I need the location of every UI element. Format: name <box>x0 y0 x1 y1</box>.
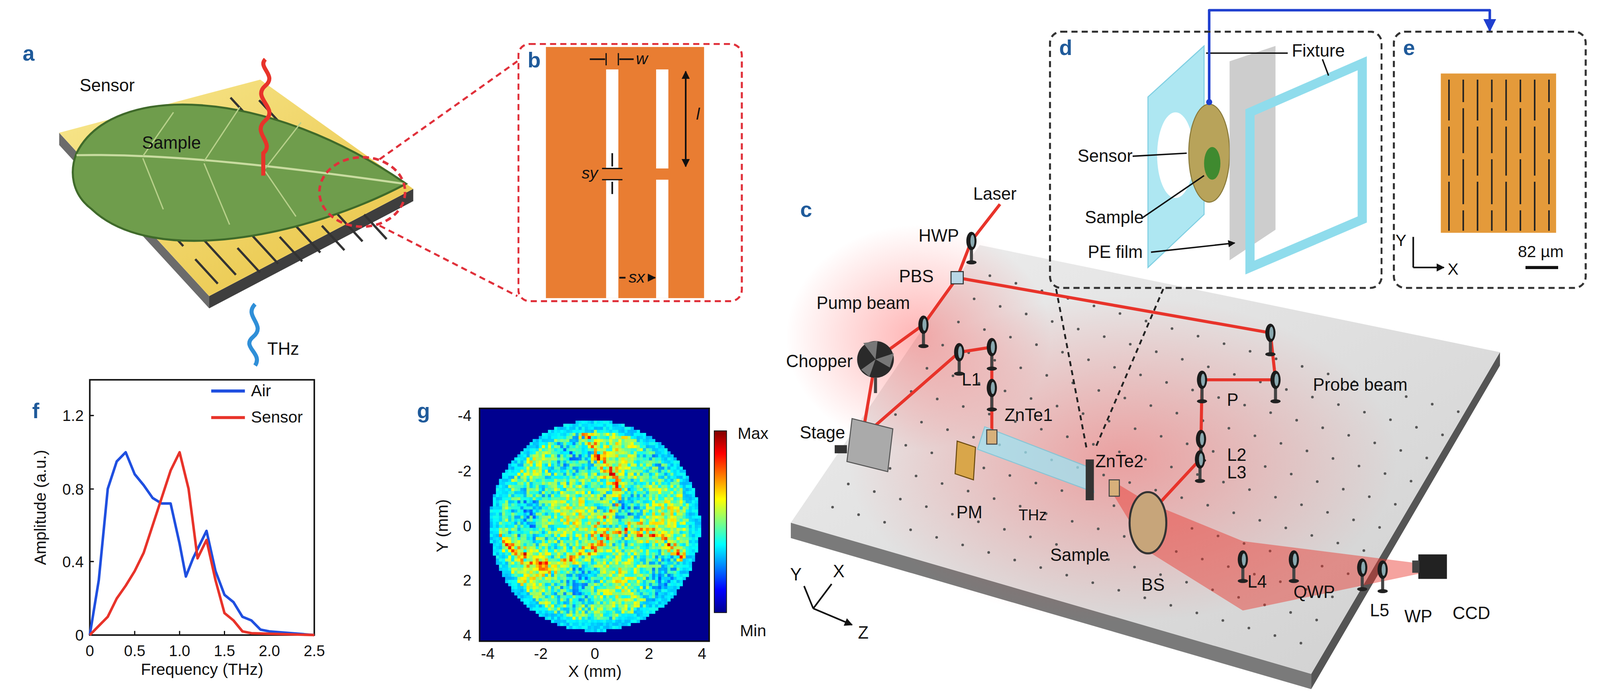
figure: bde aSensorSampleTHzwlsysxcLaserHWPPBSPu… <box>0 0 1600 700</box>
